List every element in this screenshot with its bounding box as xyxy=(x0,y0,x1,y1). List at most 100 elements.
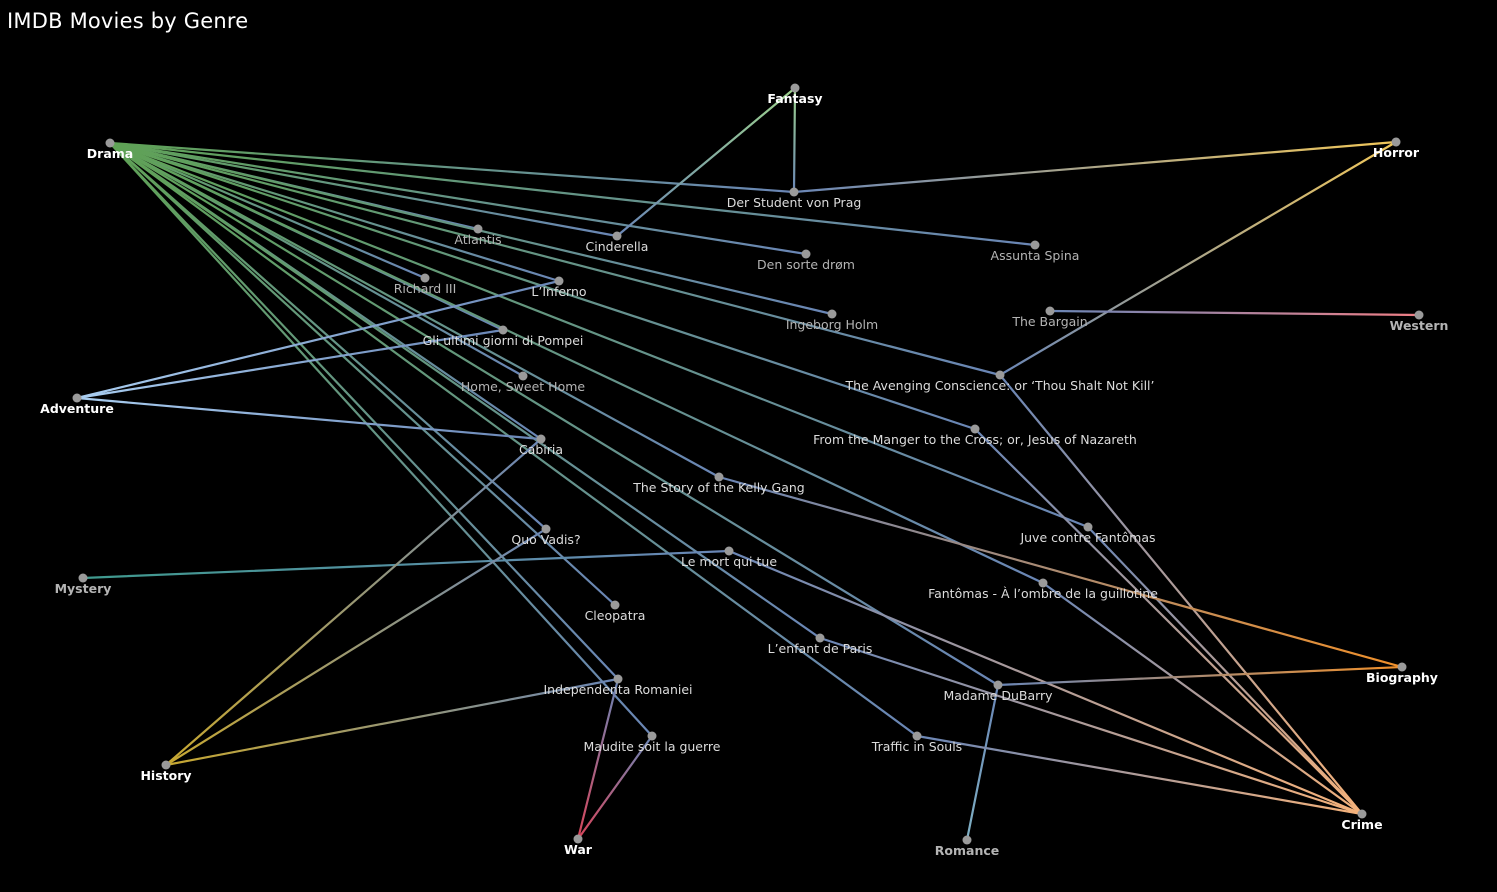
edge-drama-to-cinderella xyxy=(108,141,619,238)
edge-biography-to-the-story-of-the-kelly-gang xyxy=(717,475,1404,669)
node-home-sweet-home[interactable] xyxy=(518,371,528,381)
edge-crime-to-traffic-in-souls xyxy=(915,734,1364,816)
edge-crime-to-from-the-manger-to-the-cross-or-jesus-of-nazareth xyxy=(973,427,1364,816)
node-l-inferno[interactable] xyxy=(554,276,564,286)
edge-drama-to-traffic-in-souls xyxy=(108,141,919,738)
label-den-sorte-dr-m: Den sorte drøm xyxy=(757,257,855,272)
label-history: History xyxy=(140,768,191,783)
node-richard-iii[interactable] xyxy=(420,273,430,283)
node-adventure[interactable] xyxy=(72,393,82,403)
node-der-student-von-prag[interactable] xyxy=(789,187,799,197)
node-atlantis[interactable] xyxy=(473,224,483,234)
node-den-sorte-dr-m[interactable] xyxy=(801,249,811,259)
label-crime: Crime xyxy=(1341,817,1382,832)
edge-crime-to-fanto-mas-a-l-ombre-de-la-guillotine xyxy=(1041,581,1364,816)
node-horror[interactable] xyxy=(1391,137,1401,147)
label-l-enfant-de-paris: L’enfant de Paris xyxy=(768,641,873,656)
edge-adventure-to-gli-ultimi-giorni-di-pompei xyxy=(75,328,505,400)
node-western[interactable] xyxy=(1414,310,1424,320)
edge-crime-to-l-enfant-de-paris xyxy=(818,636,1364,816)
node-juve-contre-fanto-mas[interactable] xyxy=(1083,522,1093,532)
node-l-enfant-de-paris[interactable] xyxy=(815,633,825,643)
edge-fantasy-to-der-student-von-prag xyxy=(792,86,797,194)
edge-western-to-the-bargain xyxy=(1048,309,1421,317)
edge-drama-to-assunta-spina xyxy=(108,141,1037,247)
edge-war-to-maudite-soit-la-guerre xyxy=(576,734,654,841)
node-the-bargain[interactable] xyxy=(1045,306,1055,316)
node-cleopatra[interactable] xyxy=(610,600,620,610)
node-assunta-spina[interactable] xyxy=(1030,240,1040,250)
edge-drama-to-maudite-soit-la-guerre xyxy=(108,141,654,738)
node-cinderella[interactable] xyxy=(612,231,622,241)
edge-drama-to-den-sorte-dr-m xyxy=(108,141,808,256)
node-fanto-mas-a-l-ombre-de-la-guillotine[interactable] xyxy=(1038,578,1048,588)
edge-drama-to-madame-dubarry xyxy=(108,141,1000,687)
edge-history-to-cabiria xyxy=(164,437,543,767)
node-crime[interactable] xyxy=(1357,809,1367,819)
edge-crime-to-the-avenging-conscience-or-thou-shalt-not-kill xyxy=(998,373,1364,816)
label-drama: Drama xyxy=(87,146,133,161)
label-fantasy: Fantasy xyxy=(767,91,822,106)
node-war[interactable] xyxy=(573,834,583,844)
label-layer: Drama FantasyHorrorAdventureMysteryHistor… xyxy=(40,91,1448,858)
node-maudite-soit-la-guerre[interactable] xyxy=(647,731,657,741)
label-fanto-mas-a-l-ombre-de-la-guillotine: Fantômas - À l’ombre de la guillotine xyxy=(928,586,1158,601)
label-the-story-of-the-kelly-gang: The Story of the Kelly Gang xyxy=(632,480,805,495)
node-the-avenging-conscience-or-thou-shalt-not-kill[interactable] xyxy=(995,370,1005,380)
label-gli-ultimi-giorni-di-pompei: Gli ultimi giorni di Pompei xyxy=(423,333,584,348)
page-title: IMDB Movies by Genre xyxy=(7,9,249,33)
edge-horror-to-der-student-von-prag xyxy=(792,140,1398,194)
label-romance: Romance xyxy=(935,843,999,858)
node-independenta-romaniei[interactable] xyxy=(613,674,623,684)
node-le-mort-qui-tue[interactable] xyxy=(724,546,734,556)
label-quo-vadis: Quo Vadis? xyxy=(511,532,580,547)
label-war: War xyxy=(564,842,593,857)
label-atlantis: Atlantis xyxy=(454,232,501,247)
node-gli-ultimi-giorni-di-pompei[interactable] xyxy=(498,325,508,335)
edge-drama-to-l-enfant-de-paris xyxy=(108,141,822,640)
edge-drama-to-fanto-mas-a-l-ombre-de-la-guillotine xyxy=(108,141,1045,585)
label-mystery: Mystery xyxy=(55,581,112,596)
node-ingeborg-holm[interactable] xyxy=(827,309,837,319)
edge-mystery-to-le-mort-qui-tue xyxy=(81,549,731,580)
node-biography[interactable] xyxy=(1397,662,1407,672)
edge-fantasy-to-cinderella xyxy=(615,86,797,238)
edge-drama-to-cleopatra xyxy=(108,141,617,607)
label-the-avenging-conscience-or-thou-shalt-not-kill: The Avenging Conscience: or ‘Thou Shalt … xyxy=(845,378,1155,393)
label-juve-contre-fanto-mas: Juve contre Fantômas xyxy=(1019,530,1155,545)
label-biography: Biography xyxy=(1366,670,1438,685)
label-richard-iii: Richard III xyxy=(394,281,457,296)
node-drama[interactable] xyxy=(105,138,115,148)
label-cabiria: Cabiria xyxy=(519,442,563,457)
node-history[interactable] xyxy=(161,760,171,770)
node-quo-vadis[interactable] xyxy=(541,524,551,534)
node-from-the-manger-to-the-cross-or-jesus-of-nazareth[interactable] xyxy=(970,424,980,434)
label-independenta-romaniei: Independenta Romaniei xyxy=(543,682,692,697)
edge-drama-to-the-avenging-conscience-or-thou-shalt-not-kill xyxy=(108,141,1002,377)
label-cleopatra: Cleopatra xyxy=(585,608,646,623)
label-assunta-spina: Assunta Spina xyxy=(991,248,1080,263)
node-madame-dubarry[interactable] xyxy=(993,680,1003,690)
edge-biography-to-madame-dubarry xyxy=(996,665,1404,687)
label-adventure: Adventure xyxy=(40,401,114,416)
node-cabiria[interactable] xyxy=(536,434,546,444)
edge-drama-to-the-story-of-the-kelly-gang xyxy=(108,141,721,479)
label-horror: Horror xyxy=(1373,145,1420,160)
edge-history-to-independenta-romaniei xyxy=(164,677,620,767)
edge-drama-to-l-inferno xyxy=(108,141,561,283)
label-maudite-soit-la-guerre: Maudite soit la guerre xyxy=(584,739,721,754)
edge-romance-to-madame-dubarry xyxy=(965,683,1000,842)
edge-adventure-to-cabiria xyxy=(75,396,543,441)
node-the-story-of-the-kelly-gang[interactable] xyxy=(714,472,724,482)
label-cinderella: Cinderella xyxy=(586,239,649,254)
node-traffic-in-souls[interactable] xyxy=(912,731,922,741)
edge-horror-to-the-avenging-conscience-or-thou-shalt-not-kill xyxy=(998,140,1398,377)
node-mystery[interactable] xyxy=(78,573,88,583)
node-layer xyxy=(72,83,1424,845)
edge-layer xyxy=(75,86,1421,842)
label-madame-dubarry: Madame DuBarry xyxy=(943,688,1053,703)
label-western: Western xyxy=(1390,318,1449,333)
node-fantasy[interactable] xyxy=(790,83,800,93)
node-romance[interactable] xyxy=(962,835,972,845)
